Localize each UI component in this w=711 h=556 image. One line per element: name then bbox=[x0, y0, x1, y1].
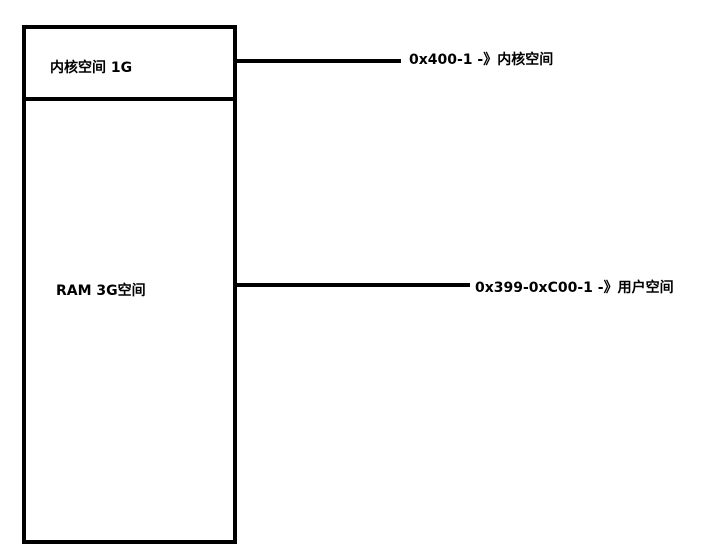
ram-address-annotation: 0x399-0xC00-1 -》用户空间 bbox=[475, 280, 674, 296]
kernel-region-label: 内核空间 1G bbox=[50, 60, 133, 76]
ram-connector-line bbox=[237, 283, 470, 287]
kernel-connector-line bbox=[237, 59, 401, 63]
ram-region-label: RAM 3G空间 bbox=[56, 283, 146, 299]
kernel-region-box: 内核空间 1G bbox=[22, 25, 237, 101]
kernel-address-annotation: 0x400-1 -》内核空间 bbox=[409, 52, 554, 68]
ram-region-box: RAM 3G空间 bbox=[22, 97, 237, 544]
